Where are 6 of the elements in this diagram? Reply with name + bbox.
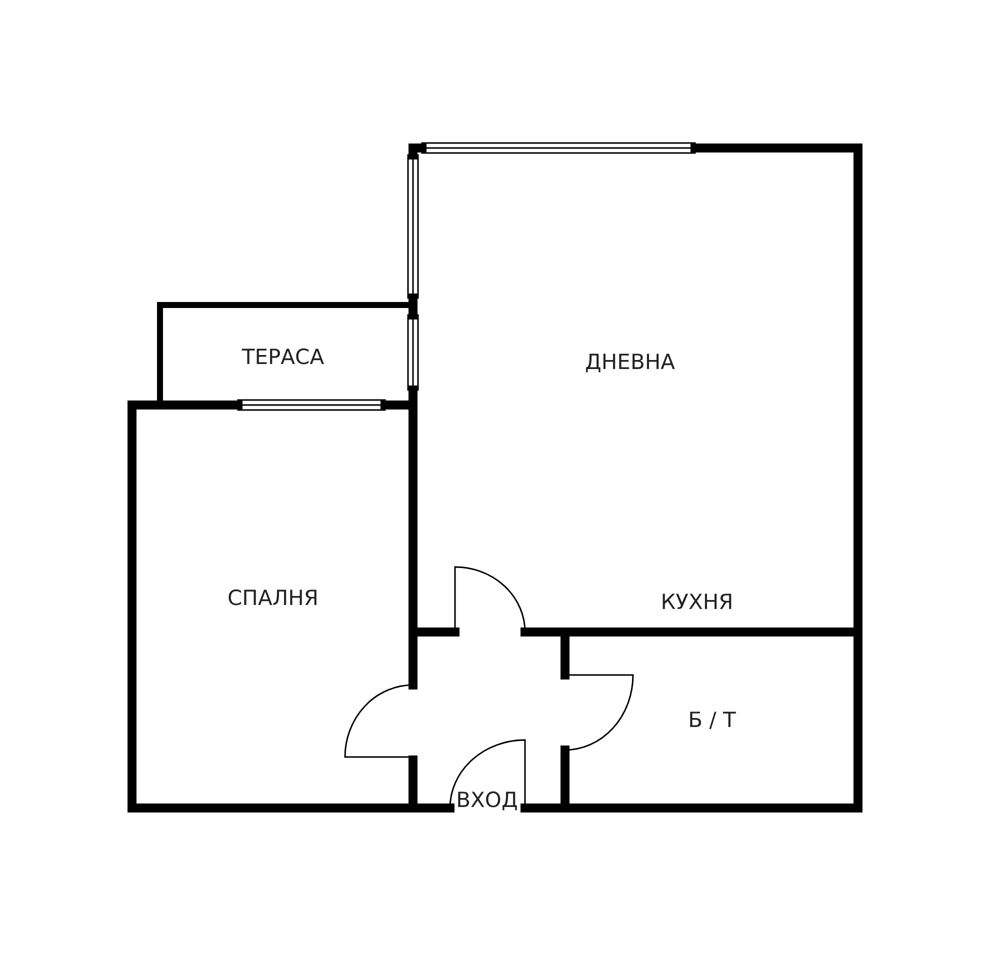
room-label: КУХНЯ (660, 590, 734, 614)
room-label: ТЕРАСА (242, 345, 324, 369)
room-label: ВХОД (456, 788, 518, 812)
room-label: ДНЕВНА (584, 350, 676, 374)
room-label: СПАЛНЯ (228, 586, 318, 610)
room-label: Б / Т (688, 708, 736, 732)
